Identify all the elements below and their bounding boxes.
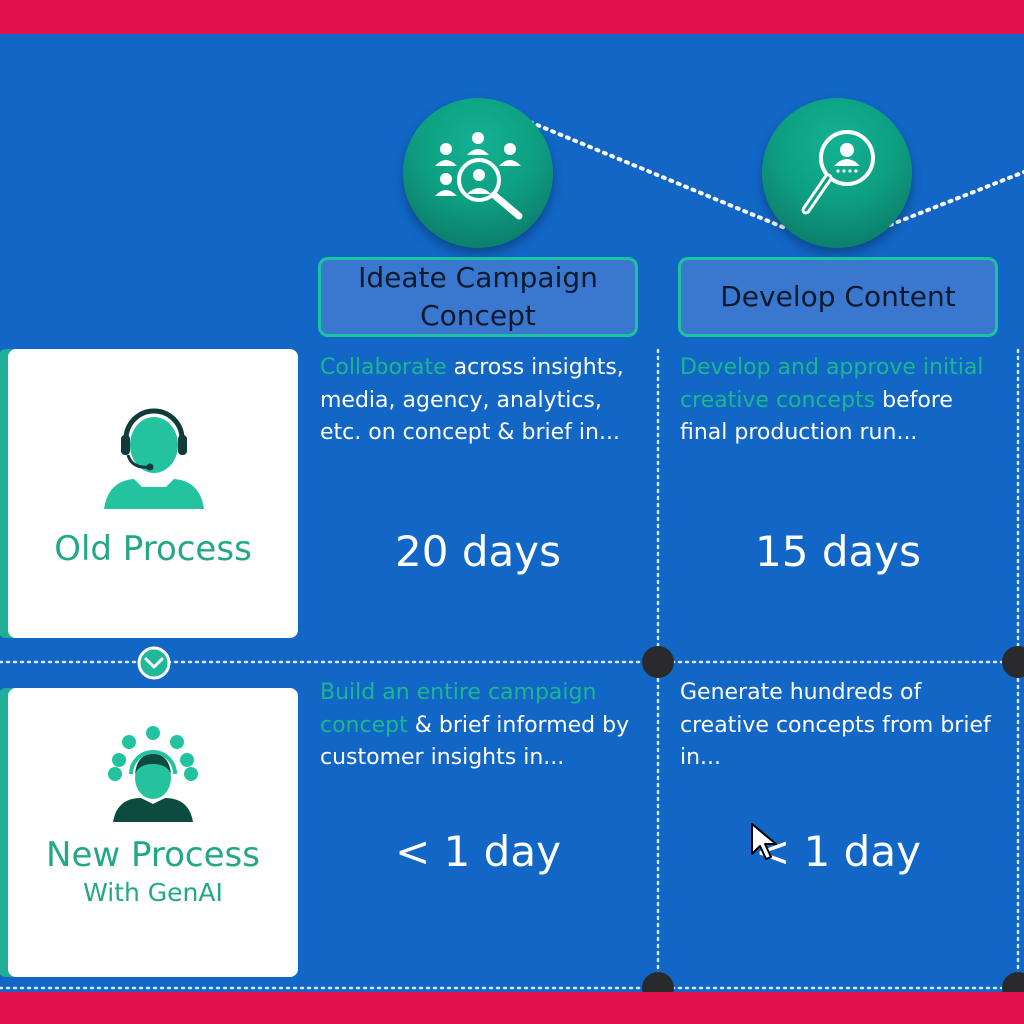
stage-1-label: Ideate Campaign Concept [318, 257, 638, 337]
new-process-title: New Process [46, 835, 260, 875]
grid-node [642, 646, 674, 678]
new-ideate-highlight: Build an entire campaign concept [320, 680, 597, 738]
old-ideate-text: across insights, media, agency, analytic… [320, 355, 624, 445]
person-search-icon [801, 130, 875, 215]
bottom-band [0, 992, 1024, 1024]
person-with-ideas-icon [108, 726, 198, 822]
new-ideate-text: & brief informed by customer insights in… [320, 712, 630, 771]
old-develop-text: before final production run... [680, 387, 953, 446]
old-process-card: Old Process [8, 349, 298, 638]
mouse-cursor-icon [751, 823, 777, 860]
headset-agent-icon [104, 408, 204, 509]
team-search-icon [435, 132, 523, 220]
stage-2-icon-circle [762, 98, 912, 248]
new-develop-duration: < 1 day [755, 827, 921, 876]
chevron-down-icon [137, 646, 171, 680]
old-develop-duration: 15 days [755, 527, 921, 576]
new-ideate-description: Build an entire campaign concept & brief… [320, 677, 640, 775]
new-process-card: New Process With GenAI [8, 688, 298, 977]
top-band [0, 0, 1024, 34]
new-ideate-duration: < 1 day [395, 827, 561, 876]
stage-1-icon-circle [403, 98, 553, 248]
old-ideate-description: Collaborate across insights, media, agen… [320, 352, 640, 450]
new-develop-text: Generate hundreds of creative concepts f… [680, 680, 991, 770]
old-ideate-duration: 20 days [395, 527, 561, 576]
old-develop-description: Develop and approve initial creative con… [680, 352, 1000, 450]
new-process-subtitle: With GenAI [83, 878, 223, 907]
old-ideate-highlight: Collaborate [320, 355, 447, 380]
old-develop-highlight: Develop and approve initial creative con… [680, 355, 984, 413]
stage-2-label: Develop Content [678, 257, 998, 337]
grid-node [1002, 646, 1024, 678]
new-develop-description: Generate hundreds of creative concepts f… [680, 677, 1000, 775]
old-process-title: Old Process [54, 529, 252, 569]
